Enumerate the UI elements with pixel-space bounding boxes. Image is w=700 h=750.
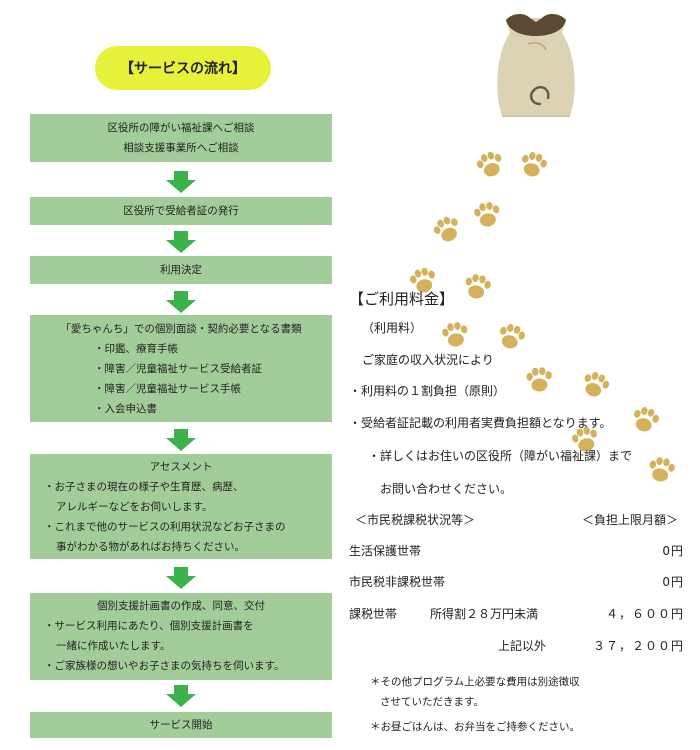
- step-consultation: 区役所の障がい福祉課へご相談 相談支援事業所へご相談: [30, 114, 332, 162]
- fees-title: 【ご利用料金】: [349, 290, 455, 308]
- step-support-plan: 個別支援計画書の作成、同意、交付 ・サービス利用にあたり、個別支援計画書を 一緒…: [30, 593, 332, 680]
- fees-header-right: ＜負担上限月額＞: [582, 513, 679, 527]
- dog-illustration-icon: [497, 14, 575, 117]
- step-assessment: アセスメント ・お子さまの現在の様子や生育歴、病歴、 アレルギーなどをお伺いしま…: [30, 454, 332, 559]
- step-line: ・お子さまの現在の様子や生育歴、病歴、: [44, 481, 244, 493]
- step-service-start: サービス開始: [30, 712, 332, 738]
- flow-title: 【サービスの流れ】: [95, 46, 271, 90]
- fee-row-amount: 0円: [662, 544, 684, 558]
- paw-print-icon: [518, 149, 549, 180]
- paw-print-icon: [525, 366, 554, 393]
- fee-row-amount: ４，６００円: [605, 607, 684, 621]
- step-line: ・障害／児童福祉サービス受給者証: [94, 363, 262, 375]
- fees-note: ＊お昼ごはんは、お弁当をご持参ください。: [370, 721, 580, 733]
- step-line: ・サービス利用にあたり、個別支援計画書を: [44, 620, 254, 632]
- down-arrow-icon: [166, 685, 196, 707]
- step-interview: 「愛ちゃんち」での個別面談・契約必要となる書類 ・印鑑、療育手帳 ・障害／児童福…: [30, 315, 332, 422]
- paw-print-icon: [472, 200, 502, 229]
- fees-line: ご家庭の収入状況により: [362, 353, 494, 367]
- fee-row-label: 課税世帯: [349, 607, 398, 621]
- fees-line: ・詳しくはお住いの区役所（障がい福祉課）まで: [368, 449, 633, 463]
- paw-print-icon: [462, 272, 493, 301]
- fee-row-sub: 上記以外: [498, 639, 547, 653]
- step-line: アレルギーなどをお伺いします。: [56, 501, 213, 513]
- down-arrow-icon: [166, 429, 196, 451]
- step-line: アセスメント: [149, 461, 213, 473]
- paw-print-icon: [579, 369, 612, 401]
- fee-row-amount: 0円: [662, 575, 684, 589]
- fees-note: ＊その他プログラム上必要な費用は別途徴収: [370, 676, 580, 688]
- step-line: 区役所の障がい福祉課へご相談: [107, 122, 255, 134]
- step-line: ・入会申込書: [94, 403, 157, 415]
- fees-line: ・受給者証記載の利用者実費負担額となります。: [349, 416, 612, 430]
- down-arrow-icon: [166, 567, 196, 589]
- down-arrow-icon: [166, 171, 196, 193]
- step-line: 個別支援計画書の作成、同意、交付: [97, 600, 265, 612]
- paw-print-icon: [440, 320, 470, 349]
- fees-line: ・利用料の１割負担（原則）: [349, 384, 506, 398]
- step-line: 相談支援事業所へご相談: [123, 142, 239, 154]
- step-line: 利用決定: [160, 264, 202, 276]
- step-decision: 利用決定: [30, 256, 332, 284]
- step-line: 「愛ちゃんち」での個別面談・契約必要となる書類: [60, 323, 302, 335]
- paw-print-icon: [430, 213, 464, 246]
- step-certificate: 区役所で受給者証の発行: [30, 197, 332, 225]
- fees-header-left: ＜市民税課税状況等＞: [355, 513, 476, 527]
- fees-note: させていただきます。: [380, 696, 484, 708]
- step-line: 事がわかる物があればお持ちください。: [56, 541, 245, 553]
- step-line: ・これまで他のサービスの利用状況などお子さまの: [44, 521, 286, 533]
- paw-print-icon: [646, 455, 677, 484]
- paw-print-icon: [496, 321, 527, 352]
- step-line: 区役所で受給者証の発行: [123, 205, 239, 217]
- step-line: サービス開始: [149, 719, 213, 731]
- step-line: ・印鑑、療育手帳: [94, 343, 178, 355]
- down-arrow-icon: [166, 231, 196, 253]
- down-arrow-icon: [166, 291, 196, 313]
- paw-print-icon: [630, 404, 661, 435]
- fee-row-label: 市民税非課税世帯: [349, 575, 446, 589]
- step-line: ・ご家族様の想いやお子さまの気持ちを伺います。: [44, 660, 285, 672]
- fee-row-amount: ３７，２００円: [592, 639, 684, 653]
- paw-print-icon: [474, 148, 507, 180]
- step-line: ・障害／児童福祉サービス手帳: [94, 383, 241, 395]
- fee-row-sub: 所得割２８万円未満: [430, 607, 539, 621]
- fees-subtitle: （利用料）: [362, 321, 423, 335]
- step-line: 一緒に作成いたします。: [56, 640, 171, 652]
- fee-row-label: 生活保護世帯: [349, 544, 422, 558]
- fees-line: お問い合わせください。: [380, 482, 513, 496]
